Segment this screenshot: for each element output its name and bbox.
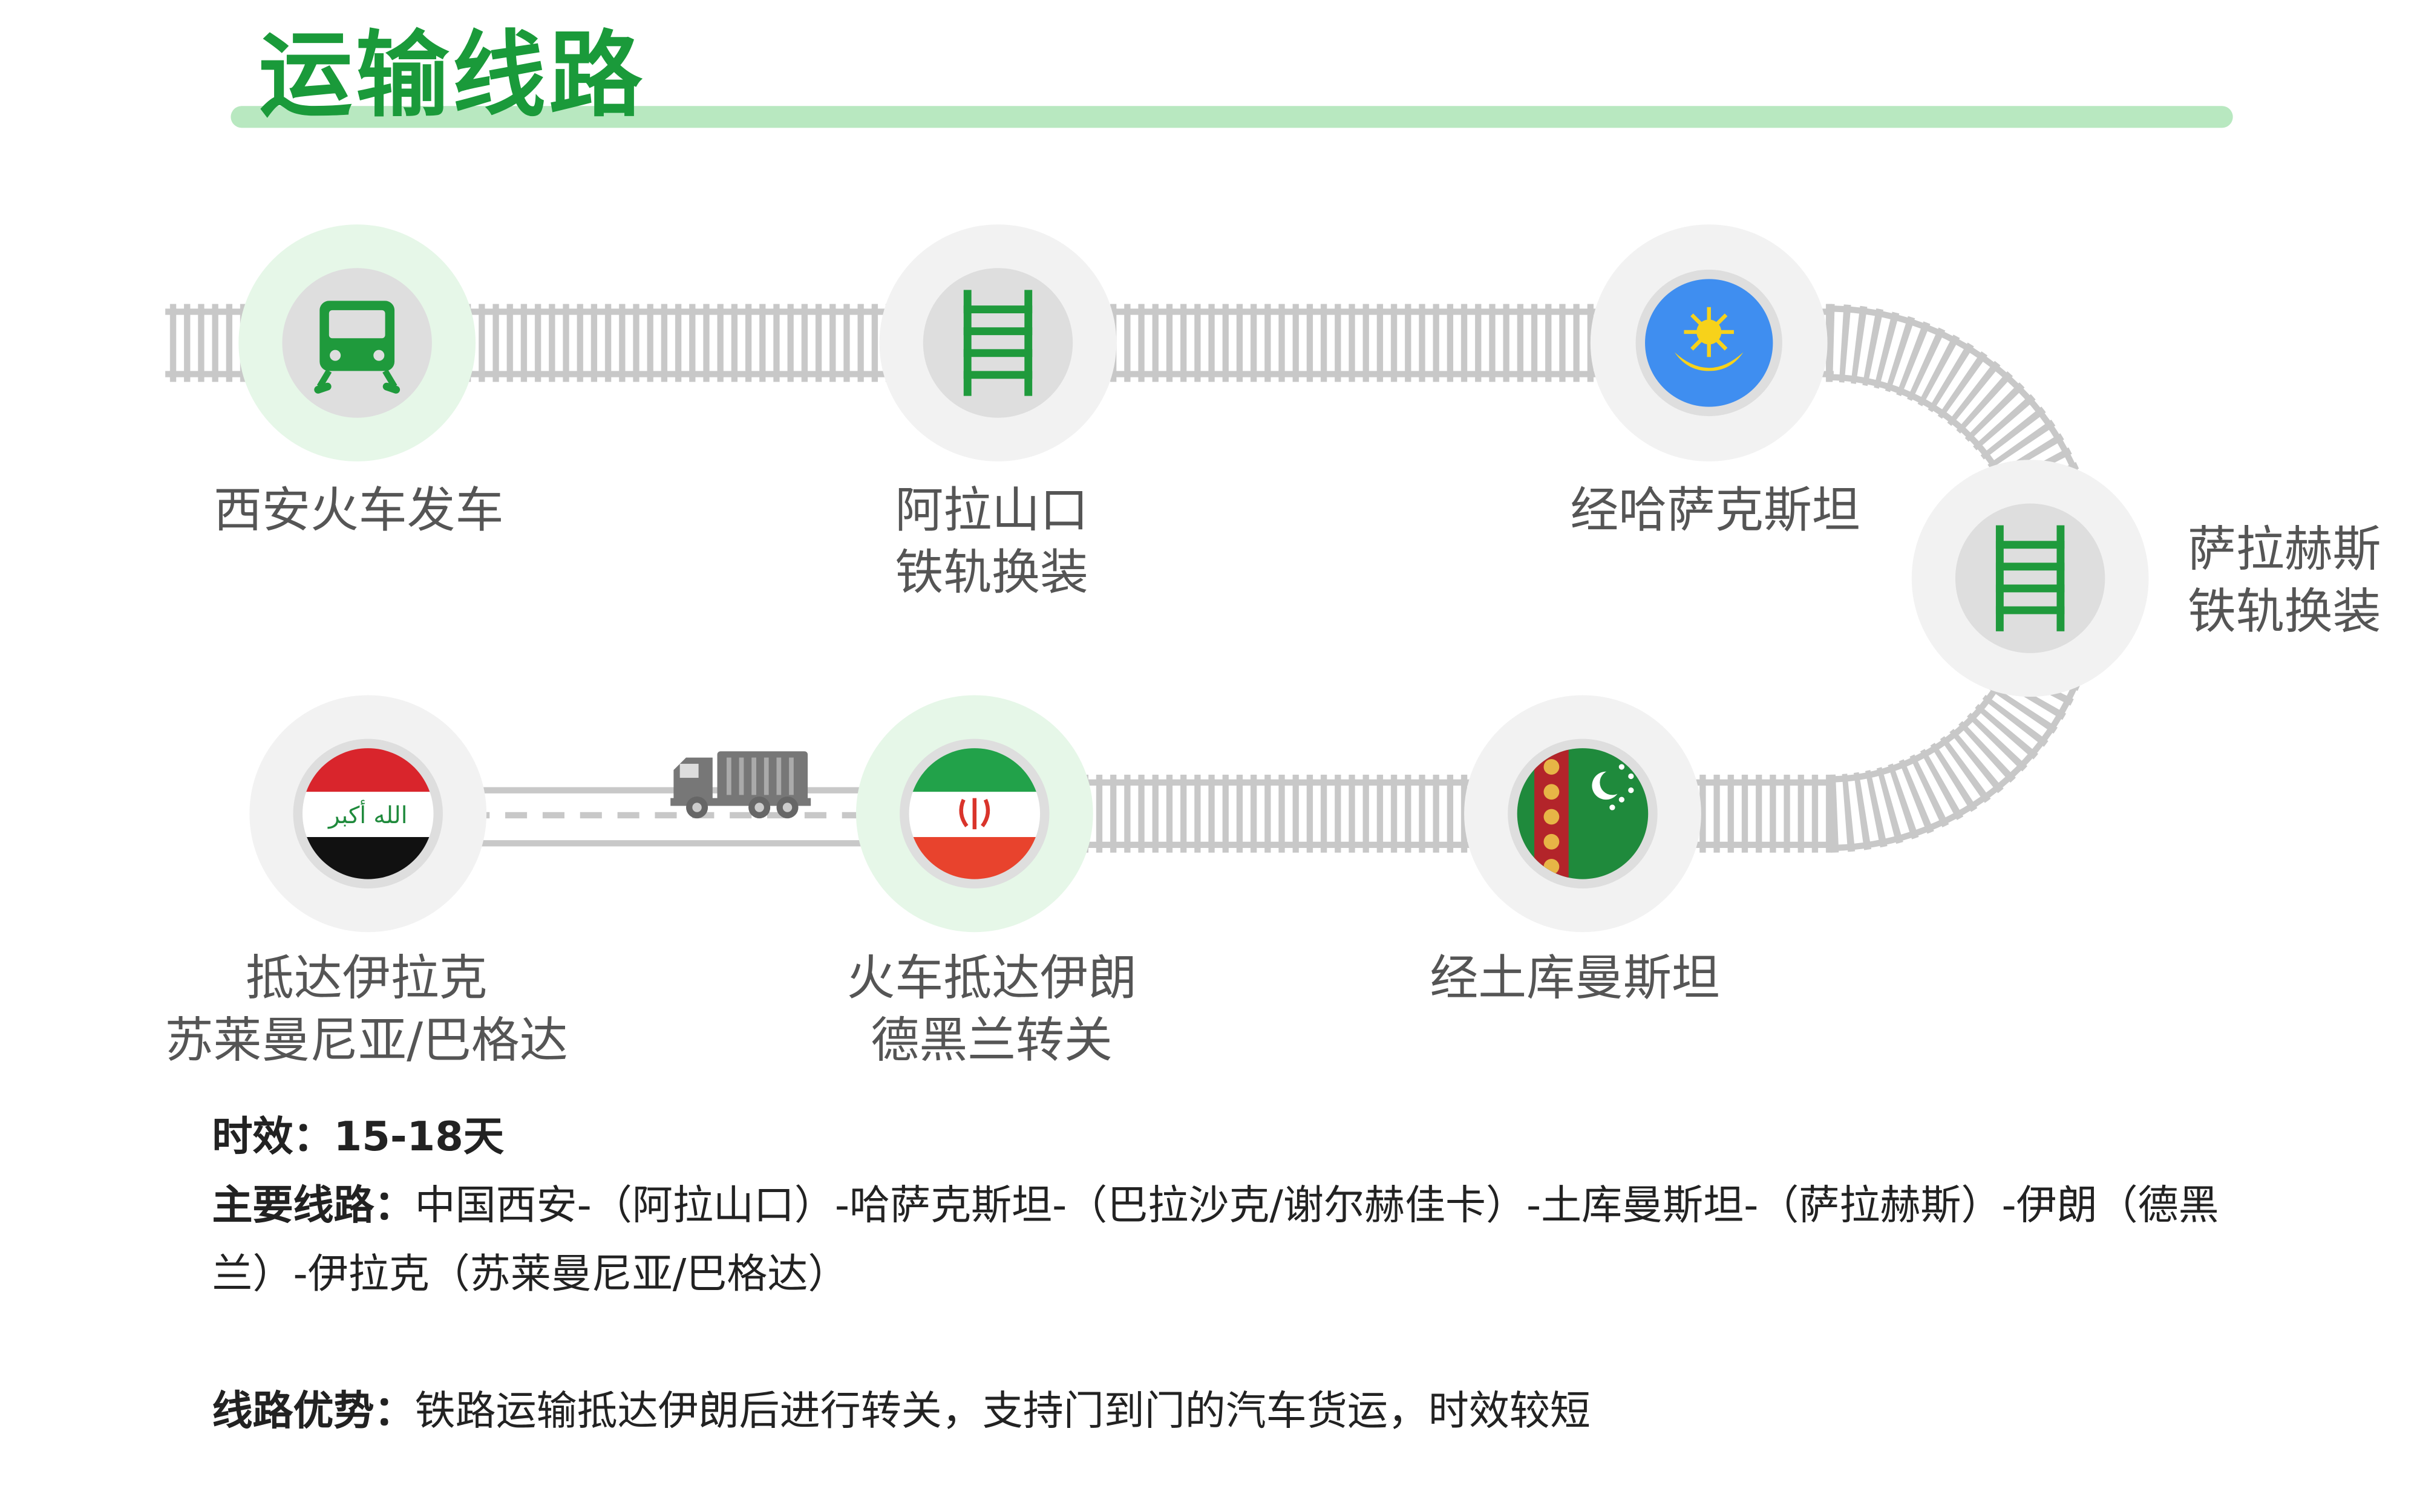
stop-kazakhstan	[1590, 224, 1828, 461]
road	[368, 787, 976, 847]
stop-label-line: 苏莱曼尼亚/巴格达	[165, 1013, 568, 1070]
stop-iraq: الله أكبر	[249, 695, 487, 933]
stop-label-line: 阿拉山口	[895, 483, 1088, 539]
info-label: 时效：	[212, 1114, 334, 1162]
stop-label-line: 西安火车发车	[214, 483, 504, 539]
stop-label-line: 铁轨换装	[2187, 584, 2381, 641]
stop-label-sarakhs: 萨拉赫斯 铁轨换装	[2152, 519, 2417, 644]
info-label: 主要线路：	[212, 1183, 415, 1230]
stop-turkmenistan	[1464, 695, 1701, 933]
turkmenistan-flag-icon	[1517, 748, 1649, 879]
stop-label-kazakhstan: 经哈萨克斯坦	[1481, 480, 1949, 543]
info-label: 线路优势：	[212, 1389, 415, 1436]
stop-label-line: 铁轨换装	[895, 546, 1088, 602]
stop-label-xian: 西安火车发车	[125, 480, 592, 543]
train-icon	[314, 301, 401, 394]
title-underline	[231, 106, 2233, 128]
stop-label-line: 德黑兰转关	[871, 1013, 1113, 1070]
info-value: 中国西安-（阿拉山口）-哈萨克斯坦-（巴拉沙克/谢尔赫佳卡）-土库曼斯坦-（萨拉…	[212, 1183, 2219, 1299]
info-value: 15-18天	[333, 1114, 504, 1162]
truck-icon	[670, 751, 811, 819]
stop-label-turkmenistan: 经土库曼斯坦	[1341, 948, 1808, 1010]
iraq-flag-text: الله أكبر	[327, 800, 407, 829]
page-title: 运输线路	[258, 22, 646, 131]
stop-label-iran: 火车抵达伊朗 德黑兰转关	[758, 948, 1226, 1072]
stop-label-line: 火车抵达伊朗	[846, 951, 1137, 1007]
info-value: 铁路运输抵达伊朗后进行转关，支持门到门的汽车货运，时效较短	[414, 1389, 1591, 1436]
info-route: 主要线路：中国西安-（阿拉山口）-哈萨克斯坦-（巴拉沙克/谢尔赫佳卡）-土库曼斯…	[212, 1172, 2224, 1309]
stop-label-line: 萨拉赫斯	[2187, 522, 2381, 579]
info-advantage: 线路优势：铁路运输抵达伊朗后进行转关，支持门到门的汽车货运，时效较短	[212, 1378, 1591, 1446]
stop-alashankou	[879, 224, 1117, 461]
stop-xian	[238, 224, 476, 461]
kazakhstan-flag-icon	[1645, 279, 1773, 407]
rail-track-icon	[963, 290, 1033, 396]
rail-track-bottom	[974, 774, 1833, 853]
stop-iran	[855, 695, 1093, 933]
stop-label-alashankou: 阿拉山口 铁轨换装	[758, 480, 1226, 605]
stop-label-iraq: 抵达伊拉克 苏莱曼尼亚/巴格达	[62, 948, 670, 1072]
rail-track-icon	[1995, 525, 2065, 631]
stop-label-line: 经土库曼斯坦	[1430, 951, 1720, 1007]
stop-label-line: 抵达伊拉克	[245, 951, 488, 1007]
stop-label-line: 经哈萨克斯坦	[1570, 483, 1860, 539]
info-time: 时效：15-18天	[212, 1104, 504, 1172]
stop-sarakhs	[1911, 460, 2149, 697]
